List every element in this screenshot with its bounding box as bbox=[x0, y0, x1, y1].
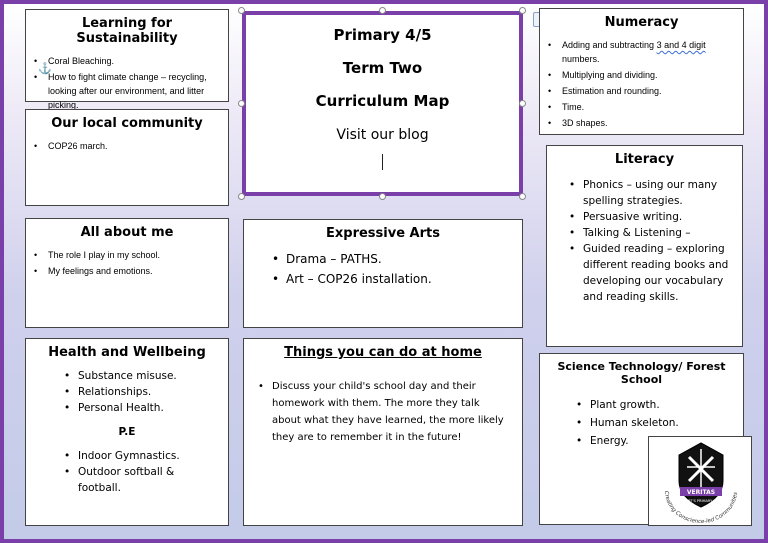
about-me-list: The role I play in my school. My feeling… bbox=[34, 248, 220, 278]
list-item: Substance misuse. bbox=[64, 368, 220, 384]
list-item: Adding and subtracting 3 and 4 digit num… bbox=[548, 38, 735, 66]
resize-handle-br[interactable] bbox=[519, 193, 526, 200]
school-logo-box: VERITAS ST ALBERT'S PRIMARY SCHOOL Creat… bbox=[648, 436, 752, 526]
school-crest-logo: VERITAS ST ALBERT'S PRIMARY SCHOOL Creat… bbox=[663, 442, 739, 525]
list-item: Phonics – using our many spelling strate… bbox=[569, 177, 732, 209]
numeracy-item-1-post: numbers. bbox=[562, 54, 600, 64]
numeracy-heading: Numeracy bbox=[604, 15, 679, 30]
health-heading: Health and Wellbeing bbox=[48, 345, 206, 360]
numeracy-item-1-spellcheck: 3 and 4 digit bbox=[656, 40, 706, 50]
list-item: Relationships. bbox=[64, 384, 220, 400]
sustainability-heading: Learning for Sustainability bbox=[76, 16, 178, 46]
numeracy-list: Adding and subtracting 3 and 4 digit num… bbox=[548, 38, 735, 130]
home-list: Discuss your child's school day and thei… bbox=[258, 378, 508, 446]
list-item: Time. bbox=[548, 100, 735, 114]
resize-handle-ml[interactable] bbox=[238, 100, 245, 107]
list-item: Human skeleton. bbox=[576, 414, 735, 432]
blog-link[interactable]: Visit our blog bbox=[336, 127, 429, 143]
resize-handle-bl[interactable] bbox=[238, 193, 245, 200]
science-heading: Science Technology/ Forest School bbox=[557, 360, 726, 386]
expressive-arts-heading: Expressive Arts bbox=[326, 226, 440, 241]
community-heading: Our local community bbox=[51, 116, 203, 131]
list-item: Energy. bbox=[576, 432, 735, 450]
home-box[interactable]: Things you can do at home Discuss your c… bbox=[243, 338, 523, 526]
literacy-list: Phonics – using our many spelling strate… bbox=[557, 177, 732, 305]
literacy-heading: Literacy bbox=[614, 152, 675, 167]
about-me-heading: All about me bbox=[80, 225, 174, 240]
community-box[interactable]: Our local community COP26 march. bbox=[25, 109, 229, 206]
resize-handle-tl[interactable] bbox=[238, 7, 245, 14]
sustainability-list: Coral Bleaching. How to fight climate ch… bbox=[34, 54, 220, 112]
list-item: My feelings and emotions. bbox=[34, 264, 220, 278]
list-item: Guided reading – exploring different rea… bbox=[569, 241, 732, 305]
list-item: Outdoor softball & football. bbox=[64, 464, 220, 496]
list-item: COP26 march. bbox=[34, 139, 220, 153]
list-item: Estimation and rounding. bbox=[548, 84, 735, 98]
pe-list: Indoor Gymnastics. Outdoor softball & fo… bbox=[34, 448, 220, 496]
resize-handle-bm[interactable] bbox=[379, 193, 386, 200]
list-item: Discuss your child's school day and thei… bbox=[258, 378, 508, 446]
resize-handle-tr[interactable] bbox=[519, 7, 526, 14]
science-list: Plant growth. Human skeleton. Energy. bbox=[548, 396, 735, 450]
health-list: Substance misuse. Relationships. Persona… bbox=[34, 368, 220, 416]
list-item: Persuasive writing. bbox=[569, 209, 732, 225]
list-item: Drama – PATHS. bbox=[272, 249, 508, 269]
list-item: The role I play in my school. bbox=[34, 248, 220, 262]
list-item: 3D shapes. bbox=[548, 116, 735, 130]
title-line-1: Primary 4/5 bbox=[333, 26, 432, 44]
expressive-arts-box[interactable]: Expressive Arts Drama – PATHS. Art – COP… bbox=[243, 219, 523, 328]
title-line-2: Term Two bbox=[342, 59, 423, 77]
logo-banner-text: VERITAS bbox=[687, 489, 715, 496]
text-cursor bbox=[382, 154, 383, 170]
numeracy-box[interactable]: Numeracy Adding and subtracting 3 and 4 … bbox=[539, 8, 744, 135]
pe-heading: P.E bbox=[118, 426, 136, 438]
numeracy-item-1-pre: Adding and subtracting bbox=[562, 40, 657, 50]
title-line-3: Curriculum Map bbox=[315, 92, 450, 110]
list-item: Multiplying and dividing. bbox=[548, 68, 735, 82]
list-item: Indoor Gymnastics. bbox=[64, 448, 220, 464]
list-item: Talking & Listening – bbox=[569, 225, 732, 241]
health-box[interactable]: Health and Wellbeing Substance misuse. R… bbox=[25, 338, 229, 526]
literacy-box[interactable]: Literacy Phonics – using our many spelli… bbox=[546, 145, 743, 347]
about-me-box[interactable]: All about me The role I play in my schoo… bbox=[25, 218, 229, 328]
resize-handle-mr[interactable] bbox=[519, 100, 526, 107]
expressive-arts-list: Drama – PATHS. Art – COP26 installation. bbox=[258, 249, 508, 289]
list-item: How to fight climate change – recycling,… bbox=[34, 70, 220, 112]
resize-handle-tm[interactable] bbox=[379, 7, 386, 14]
community-list: COP26 march. bbox=[34, 139, 220, 153]
logo-school-text: ST ALBERT'S PRIMARY SCHOOL bbox=[674, 499, 728, 503]
list-item: Personal Health. bbox=[64, 400, 220, 416]
title-box[interactable]: Primary 4/5 Term Two Curriculum Map Visi… bbox=[242, 11, 523, 196]
list-item: Art – COP26 installation. bbox=[272, 269, 508, 289]
home-heading: Things you can do at home bbox=[284, 345, 482, 360]
list-item: Coral Bleaching. bbox=[34, 54, 220, 68]
list-item: Plant growth. bbox=[576, 396, 735, 414]
anchor-icon[interactable]: ⚓ bbox=[38, 63, 52, 75]
sustainability-box[interactable]: Learning for Sustainability Coral Bleach… bbox=[25, 9, 229, 110]
